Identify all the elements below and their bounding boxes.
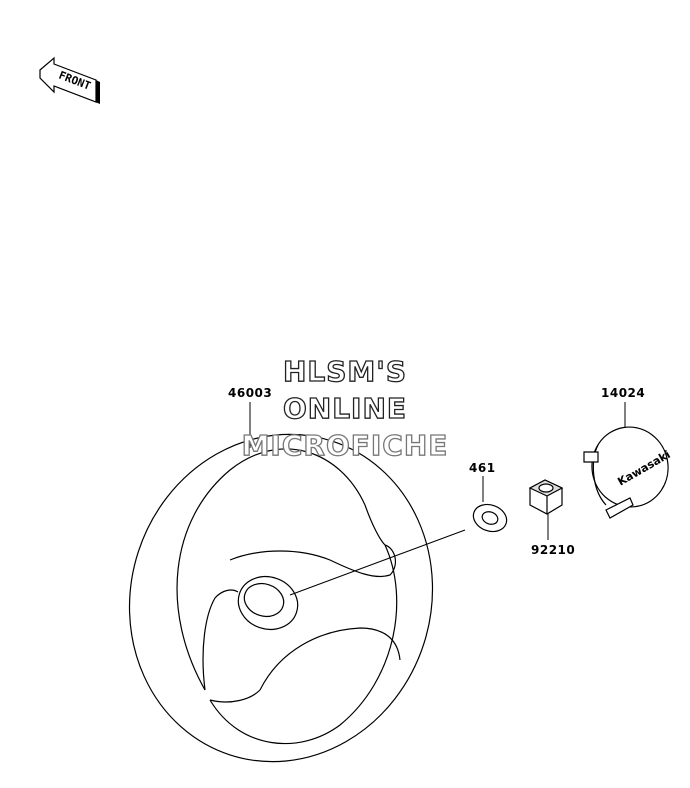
assembly-leader-line xyxy=(289,529,466,596)
watermark-line-3: MICROFICHE xyxy=(241,428,449,462)
watermark-line-2: ONLINE xyxy=(282,391,408,425)
steering-wheel xyxy=(128,433,434,763)
part-label-46003[interactable]: 46003 xyxy=(228,386,273,400)
washer-461 xyxy=(472,503,508,533)
nut-92210 xyxy=(528,479,564,515)
part-label-14024[interactable]: 14024 xyxy=(601,386,646,400)
part-label-92210[interactable]: 92210 xyxy=(531,543,576,557)
front-arrow-icon: FRONT xyxy=(39,56,100,104)
watermark-line-1: HLSM'S xyxy=(282,354,408,388)
horn-cap-14024: Kawasaki xyxy=(583,426,673,519)
part-label-461[interactable]: 461 xyxy=(469,461,496,475)
